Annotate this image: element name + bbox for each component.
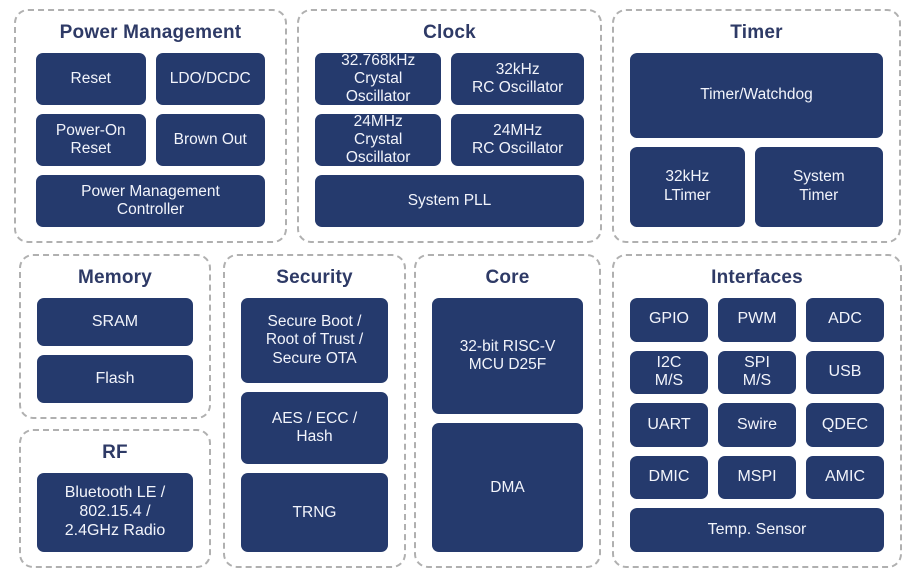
section-title-rf: RF xyxy=(102,442,128,463)
rf-row-1: Bluetooth LE / 802.15.4 / 2.4GHz Radio xyxy=(37,473,193,552)
section-clock: Clock 32.768kHz Crystal Oscillator 32kHz… xyxy=(297,9,602,243)
memory-blocks: SRAM Flash xyxy=(37,298,193,403)
block-secure-boot-root-of-trust-secure-ota: Secure Boot / Root of Trust / Secure OTA xyxy=(241,298,388,383)
block-gpio: GPIO xyxy=(630,298,708,342)
block-aes-ecc-hash: AES / ECC / Hash xyxy=(241,391,388,465)
block-usb: USB xyxy=(806,350,884,395)
power-row-3: Power Management Controller xyxy=(36,175,265,227)
rf-blocks: Bluetooth LE / 802.15.4 / 2.4GHz Radio xyxy=(37,473,193,552)
block-32bit-riscv-mcu-d25f: 32-bit RISC-V MCU D25F xyxy=(432,298,583,415)
power-blocks: Reset LDO/DCDC Power-On Reset Brown Out … xyxy=(32,53,269,227)
section-title-power-management: Power Management xyxy=(59,22,242,43)
section-core: Core 32-bit RISC-V MCU D25F DMA xyxy=(414,254,601,568)
block-power-management-controller: Power Management Controller xyxy=(36,175,265,227)
security-blocks: Secure Boot / Root of Trust / Secure OTA… xyxy=(241,298,388,552)
security-row-3: TRNG xyxy=(241,473,388,552)
memory-row-2: Flash xyxy=(37,355,193,403)
section-security: Security Secure Boot / Root of Trust / S… xyxy=(223,254,406,568)
block-i2c-ms: I2C M/S xyxy=(630,350,708,395)
section-title-memory: Memory xyxy=(77,267,153,288)
block-flash: Flash xyxy=(37,355,193,403)
block-24mhz-rc-oscillator: 24MHz RC Oscillator xyxy=(451,114,584,166)
section-interfaces: Interfaces GPIO PWM ADC I2C M/S SPI M/S … xyxy=(612,254,902,568)
block-swire: Swire xyxy=(718,403,796,447)
clock-row-2: 24MHz Crystal Oscillator 24MHz RC Oscill… xyxy=(315,113,584,166)
block-spi-ms: SPI M/S xyxy=(718,350,796,395)
block-system-timer: System Timer xyxy=(754,146,883,227)
security-row-1: Secure Boot / Root of Trust / Secure OTA xyxy=(241,298,388,383)
section-timer: Timer Timer/Watchdog 32kHz LTimer System… xyxy=(612,9,901,243)
block-amic: AMIC xyxy=(806,455,884,500)
block-32768khz-crystal-oscillator: 32.768kHz Crystal Oscillator xyxy=(315,52,442,105)
timer-row-1: Timer/Watchdog xyxy=(630,53,883,138)
block-dma: DMA xyxy=(432,423,583,552)
section-title-timer: Timer xyxy=(730,22,783,43)
block-adc: ADC xyxy=(806,298,884,342)
interfaces-blocks: GPIO PWM ADC I2C M/S SPI M/S USB UART Sw… xyxy=(630,298,884,552)
section-title-clock: Clock xyxy=(423,22,476,43)
block-mspi: MSPI xyxy=(718,455,796,500)
timer-row-2: 32kHz LTimer System Timer xyxy=(630,146,883,227)
section-power-management: Power Management Reset LDO/DCDC Power-On… xyxy=(14,9,287,243)
block-brown-out: Brown Out xyxy=(155,114,265,166)
clock-row-3: System PLL xyxy=(315,175,584,227)
block-power-on-reset: Power-On Reset xyxy=(36,114,146,166)
block-32khz-ltimer: 32kHz LTimer xyxy=(630,146,745,227)
block-ldo-dcdc: LDO/DCDC xyxy=(155,53,265,105)
timer-blocks: Timer/Watchdog 32kHz LTimer System Timer xyxy=(630,53,883,227)
section-title-security: Security xyxy=(276,267,353,288)
section-title-interfaces: Interfaces xyxy=(711,267,803,288)
block-dmic: DMIC xyxy=(630,455,708,500)
clock-blocks: 32.768kHz Crystal Oscillator 32kHz RC Os… xyxy=(315,52,584,227)
block-32khz-rc-oscillator: 32kHz RC Oscillator xyxy=(451,53,584,105)
block-uart: UART xyxy=(630,403,708,447)
core-row-1: 32-bit RISC-V MCU D25F xyxy=(432,298,583,415)
block-pwm: PWM xyxy=(718,298,796,342)
block-timer-watchdog: Timer/Watchdog xyxy=(630,53,883,138)
section-title-core: Core xyxy=(485,267,530,288)
block-sram: SRAM xyxy=(37,298,193,346)
clock-row-1: 32.768kHz Crystal Oscillator 32kHz RC Os… xyxy=(315,52,584,105)
block-reset: Reset xyxy=(36,53,146,105)
power-row-1: Reset LDO/DCDC xyxy=(36,53,265,105)
block-qdec: QDEC xyxy=(806,403,884,447)
block-trng: TRNG xyxy=(241,473,388,552)
block-system-pll: System PLL xyxy=(315,175,584,227)
block-24mhz-crystal-oscillator: 24MHz Crystal Oscillator xyxy=(315,113,442,166)
core-blocks: 32-bit RISC-V MCU D25F DMA xyxy=(432,298,583,552)
section-rf: RF Bluetooth LE / 802.15.4 / 2.4GHz Radi… xyxy=(19,429,211,568)
core-row-2: DMA xyxy=(432,423,583,552)
block-temp-sensor: Temp. Sensor xyxy=(630,508,884,552)
section-memory: Memory SRAM Flash xyxy=(19,254,211,419)
security-row-2: AES / ECC / Hash xyxy=(241,391,388,465)
block-bluetooth-le-802154-24ghz-radio: Bluetooth LE / 802.15.4 / 2.4GHz Radio xyxy=(37,473,193,552)
power-row-2: Power-On Reset Brown Out xyxy=(36,114,265,166)
memory-row-1: SRAM xyxy=(37,298,193,346)
